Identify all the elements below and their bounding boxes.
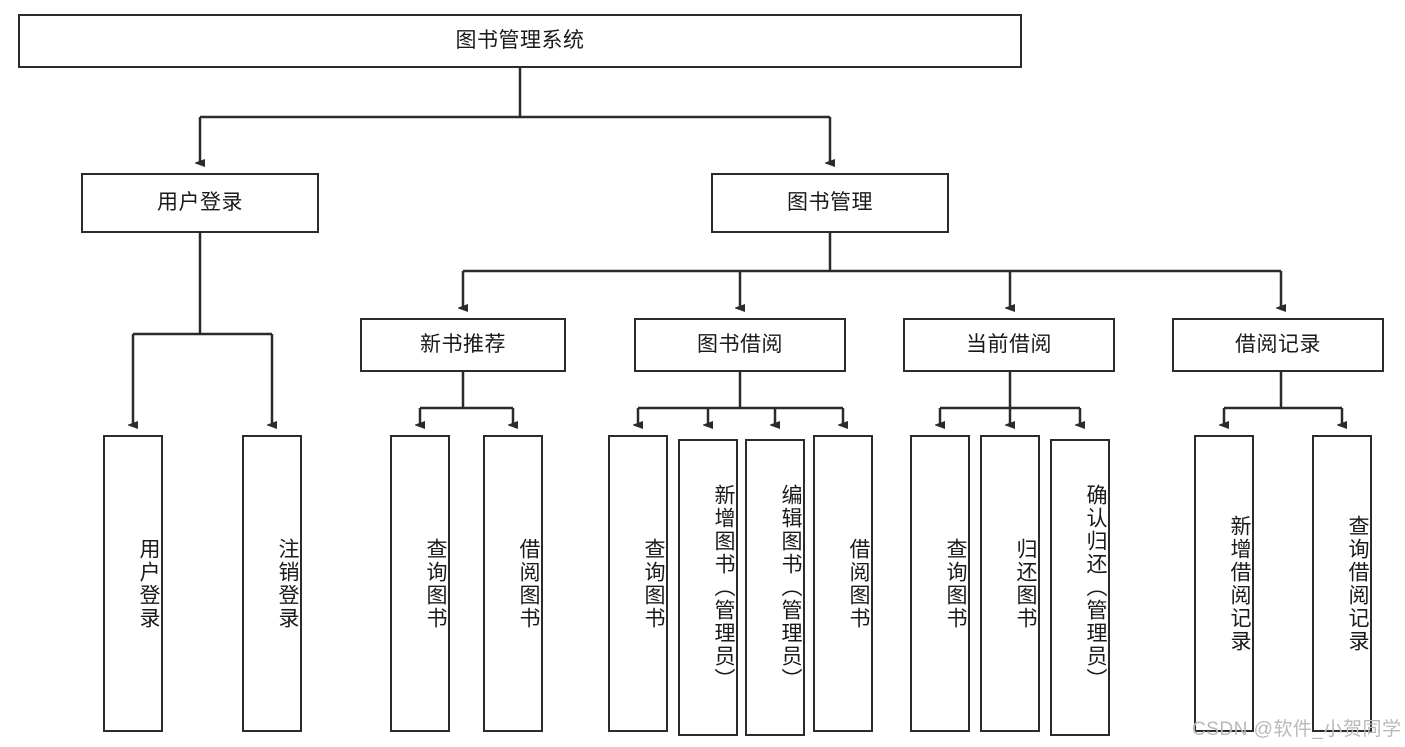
node-leaf-query-record[interactable]: 查询借阅记录: [1312, 435, 1372, 732]
node-current-borrow[interactable]: 当前借阅: [903, 318, 1115, 372]
node-leaf-borrow-book-2[interactable]: 借阅图书: [813, 435, 873, 732]
node-leaf-add-book-label: 新增图书（管理员）: [712, 484, 735, 691]
node-book-borrow-label: 图书借阅: [697, 333, 783, 357]
node-borrow-record-label: 借阅记录: [1235, 333, 1321, 357]
node-book-borrow[interactable]: 图书借阅: [634, 318, 846, 372]
node-leaf-return-book[interactable]: 归还图书: [980, 435, 1040, 732]
node-leaf-user-login[interactable]: 用户登录: [103, 435, 163, 732]
node-leaf-confirm-return-label: 确认归还（管理员）: [1084, 484, 1107, 691]
node-root[interactable]: 图书管理系统: [18, 14, 1022, 68]
node-user-login-label: 用户登录: [157, 191, 243, 215]
node-root-label: 图书管理系统: [455, 29, 585, 53]
node-leaf-query-book-3[interactable]: 查询图书: [910, 435, 970, 732]
node-leaf-return-book-label: 归还图书: [1014, 537, 1037, 630]
node-leaf-query-book-1-label: 查询图书: [424, 537, 447, 630]
node-leaf-logout-login-label: 注销登录: [276, 537, 299, 630]
node-leaf-confirm-return[interactable]: 确认归还（管理员）: [1050, 439, 1110, 736]
node-leaf-add-record[interactable]: 新增借阅记录: [1194, 435, 1254, 732]
node-leaf-query-book-1[interactable]: 查询图书: [390, 435, 450, 732]
node-leaf-borrow-book-1[interactable]: 借阅图书: [483, 435, 543, 732]
node-leaf-user-login-label: 用户登录: [137, 537, 160, 630]
node-leaf-query-book-2[interactable]: 查询图书: [608, 435, 668, 732]
node-leaf-query-book-3-label: 查询图书: [944, 537, 967, 630]
node-new-book-recommend-label: 新书推荐: [420, 333, 506, 357]
node-leaf-query-book-2-label: 查询图书: [642, 537, 665, 630]
node-new-book-recommend[interactable]: 新书推荐: [360, 318, 566, 372]
node-user-login[interactable]: 用户登录: [81, 173, 319, 233]
node-book-manage[interactable]: 图书管理: [711, 173, 949, 233]
node-leaf-add-record-label: 新增借阅记录: [1228, 514, 1251, 653]
node-leaf-edit-book[interactable]: 编辑图书（管理员）: [745, 439, 805, 736]
node-borrow-record[interactable]: 借阅记录: [1172, 318, 1384, 372]
node-leaf-edit-book-label: 编辑图书（管理员）: [779, 484, 802, 691]
node-leaf-logout-login[interactable]: 注销登录: [242, 435, 302, 732]
node-book-manage-label: 图书管理: [787, 191, 873, 215]
node-leaf-query-record-label: 查询借阅记录: [1346, 514, 1369, 653]
node-leaf-borrow-book-2-label: 借阅图书: [847, 537, 870, 630]
node-leaf-add-book[interactable]: 新增图书（管理员）: [678, 439, 738, 736]
node-leaf-borrow-book-1-label: 借阅图书: [517, 537, 540, 630]
node-current-borrow-label: 当前借阅: [966, 333, 1052, 357]
